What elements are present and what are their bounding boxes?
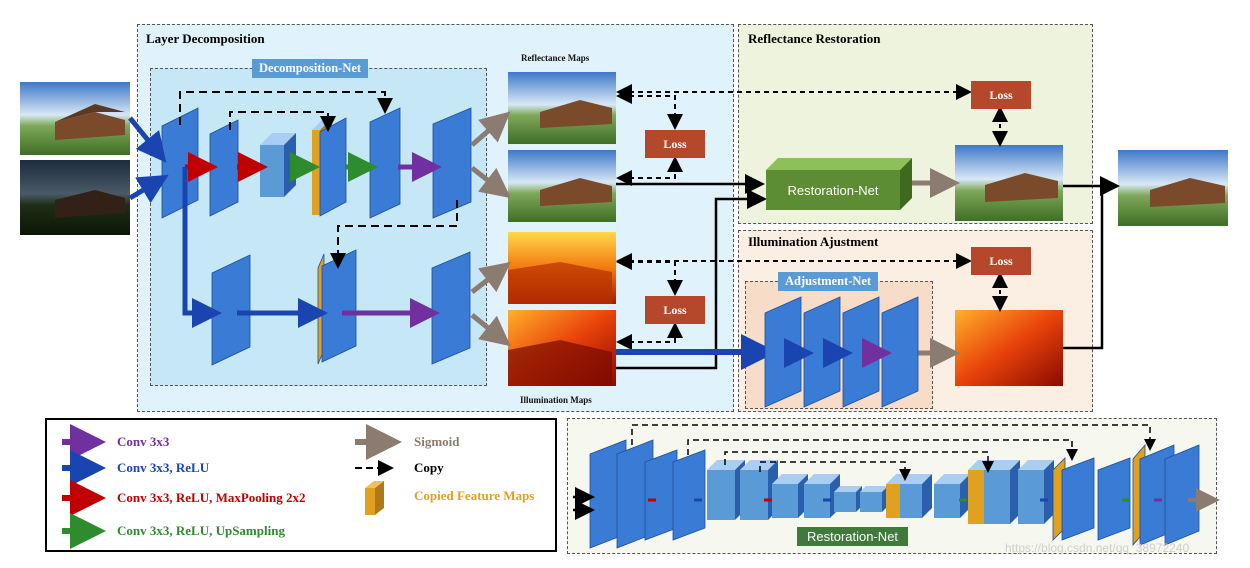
legend-conv-relu: Conv 3x3, ReLU [117,460,210,475]
adjust-block-2 [803,296,841,408]
reflectance-map-1 [508,72,616,144]
copied-feature-map-icon [365,481,384,515]
input-image-dark [20,160,130,235]
rest-block-5 [707,460,745,520]
legend-copy: Copy [414,460,444,475]
decomp-block-8 [321,249,357,363]
decomp-block-6 [432,107,472,219]
illumination-maps-label: Illumination Maps [520,395,592,405]
decomp-block-4 [319,117,347,217]
output-image [1118,150,1228,226]
decomposition-net-blocks [161,107,472,366]
loss-box-reflectance: Loss [645,130,705,158]
rest-block-10 [860,486,888,512]
input-arrow-top [128,116,167,163]
rest-block-12 [934,474,970,518]
input-image-normal [20,82,130,155]
legend-conv-relu-pool: Conv 3x3, ReLU, MaxPooling 2x2 [117,490,306,505]
rest-block-18 [1164,444,1200,546]
rest-block-7 [772,474,808,518]
legend-copied-feature-maps: Copied Feature Maps [414,488,535,503]
loss-box-adjustment: Loss [971,247,1031,275]
reflectance-map-2 [508,150,616,222]
adjust-block-1 [764,296,802,408]
illumination-adjustment-title: Illumination Ajustment [748,234,879,249]
decomposition-net-tag: Decomposition-Net [252,59,369,78]
illumination-map-1 [508,232,616,304]
restoration-net-detail-blocks [589,439,1200,549]
restoration-net-box [766,158,912,210]
loss-box-restoration: Loss [971,81,1031,109]
rest-block-15 [1061,457,1095,541]
loss-box-illumination: Loss [645,296,705,324]
watermark: https://blog.csdn.net/qq_38972240 [1005,541,1190,555]
rest-block-11 [900,474,932,518]
decomp-block-9 [431,251,471,365]
reflectance-maps-label: Reflectance Maps [521,53,590,63]
illumination-map-2 [508,310,616,386]
adjustment-net-tag: Adjustment-Net [778,272,879,291]
decomp-block-7 [211,254,251,366]
rest-block-4 [672,449,706,541]
legend-box [45,418,557,552]
rest-block-13 [984,460,1020,524]
legend-conv: Conv 3x3 [117,434,170,449]
restoration-net-label: Restoration-Net [787,182,879,198]
adjust-block-4 [881,296,919,408]
adjust-block-3 [842,296,880,408]
restored-reflectance-image [955,145,1063,221]
rest-block-9 [834,486,862,512]
adjusted-illumination-image [955,310,1063,386]
reflectance-restoration-title: Reflectance Restoration [748,31,881,46]
decomp-block-5 [369,107,401,219]
rest-block-16 [1097,457,1131,541]
decomp-block-2 [209,119,239,217]
rest-block-3 [644,449,678,541]
legend-conv-relu-up: Conv 3x3, ReLU, UpSampling [117,523,285,538]
layer-decomposition-title: Layer Decomposition [146,31,265,46]
restoration-net-detail-label: Restoration-Net [797,527,909,546]
adjustment-net-blocks [764,296,919,408]
input-arrow-bottom [128,174,169,204]
legend-sigmoid: Sigmoid [414,434,460,449]
rest-block-14 [1018,460,1054,524]
